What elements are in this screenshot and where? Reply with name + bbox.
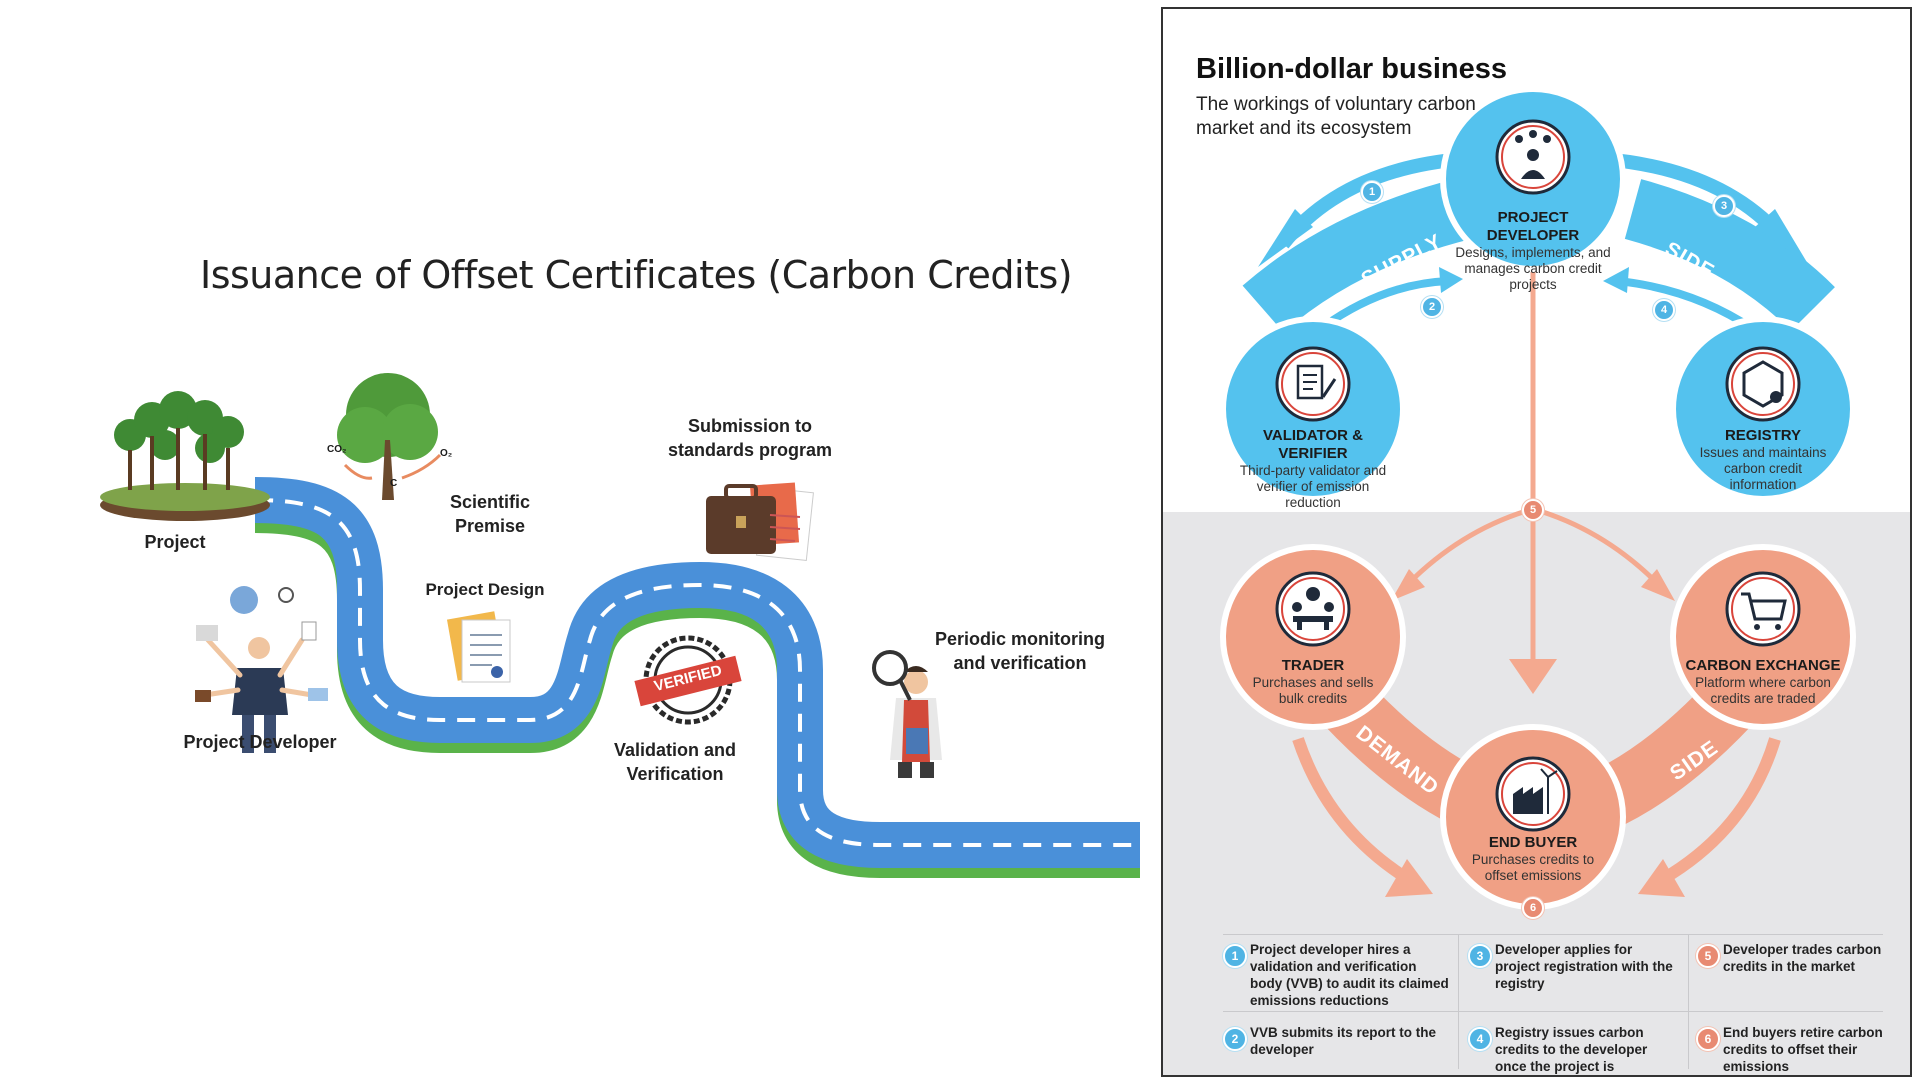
node-name: PROJECT DEVELOPER bbox=[1486, 209, 1580, 244]
notes-divider-col2 bbox=[1688, 934, 1689, 1069]
notes-divider-top bbox=[1223, 934, 1883, 935]
note-text-3: Developer applies for project registrati… bbox=[1495, 942, 1673, 991]
arrow-step-2 bbox=[1320, 277, 1449, 331]
forest-island-icon bbox=[100, 391, 270, 521]
carbon-label: C bbox=[390, 478, 398, 489]
roadmap-title: Issuance of Offset Certificates (Carbon … bbox=[200, 253, 1073, 297]
note-text-5: Developer trades carbon credits in the m… bbox=[1723, 942, 1882, 974]
step-label-project-design: Project Design bbox=[425, 580, 545, 599]
node-desc: Purchases credits to offset emissions bbox=[1471, 852, 1595, 883]
ecosystem-diagram bbox=[1220, 86, 1856, 910]
note-badge-5: 5 bbox=[1696, 944, 1720, 968]
document-icon bbox=[446, 611, 511, 683]
node-name: CARBON EXCHANGE bbox=[1685, 657, 1841, 674]
node-text-trader: TRADER Purchases and sells bulk credits bbox=[1241, 657, 1385, 707]
document-signing-icon bbox=[1275, 346, 1351, 422]
arrow-trader-to-buyer bbox=[1292, 737, 1412, 885]
note-badge-2: 2 bbox=[1223, 1027, 1247, 1051]
step-label-monitoring: Periodic monitoring and verification bbox=[934, 629, 1105, 673]
arrow-step-5-left bbox=[1406, 506, 1534, 586]
note-badge-1: 1 bbox=[1223, 944, 1247, 968]
arrow-step-5-right bbox=[1532, 506, 1660, 586]
node-desc: Issues and maintains carbon credit infor… bbox=[1699, 445, 1827, 492]
notes-divider-mid bbox=[1223, 1011, 1883, 1012]
note-text-2: VVB submits its report to the developer bbox=[1250, 1025, 1437, 1057]
factory-icon bbox=[1495, 756, 1571, 832]
step-badge-2: 2 bbox=[1421, 296, 1443, 318]
step-label-submission: Submission to standards program bbox=[667, 416, 833, 460]
briefcase-icon bbox=[706, 482, 814, 561]
step-badge-6: 6 bbox=[1522, 897, 1544, 919]
road bbox=[254, 477, 1140, 878]
roadmap-illustration bbox=[100, 373, 1140, 878]
node-desc: Purchases and sells bulk credits bbox=[1252, 675, 1374, 706]
note-text-4: Registry issues carbon credits to the de… bbox=[1495, 1025, 1648, 1074]
note-badge-3: 3 bbox=[1468, 944, 1492, 968]
node-name: END BUYER bbox=[1488, 834, 1578, 851]
node-desc: Platform where carbon credits are traded bbox=[1695, 675, 1831, 706]
step-badge-3: 3 bbox=[1713, 195, 1735, 217]
step-badge-4: 4 bbox=[1653, 299, 1675, 321]
step-label-project-developer: Project Developer bbox=[183, 732, 337, 752]
note-text-6: End buyers retire carbon credits to offs… bbox=[1723, 1025, 1883, 1074]
step-label-validation: Validation and Verification bbox=[613, 740, 737, 784]
developer-juggling-icon bbox=[1495, 119, 1571, 195]
note-badge-4: 4 bbox=[1468, 1027, 1492, 1051]
inspector-icon bbox=[872, 650, 942, 778]
node-text-project-developer: PROJECT DEVELOPER Designs, implements, a… bbox=[1453, 209, 1613, 293]
infographic-panel: Billion-dollar business The workings of … bbox=[1161, 7, 1912, 1077]
multitasking-developer-icon bbox=[195, 586, 328, 753]
verified-stamp-icon bbox=[634, 635, 742, 725]
supply-arc-band bbox=[1242, 178, 1471, 333]
node-text-validator: VALIDATOR & VERIFIER Third-party validat… bbox=[1228, 427, 1398, 511]
note-badge-6: 6 bbox=[1696, 1027, 1720, 1051]
trader-meeting-icon bbox=[1275, 571, 1351, 647]
node-name: VALIDATOR & VERIFIER bbox=[1263, 427, 1363, 462]
note-text-1: Project developer hires a validation and… bbox=[1250, 942, 1449, 1008]
notes-divider-col1 bbox=[1458, 934, 1459, 1069]
co2-certificate-icon bbox=[1725, 346, 1801, 422]
co2-label: CO₂ bbox=[327, 444, 347, 455]
step-badge-5: 5 bbox=[1522, 499, 1544, 521]
side-arc-band-top bbox=[1624, 179, 1835, 332]
step-label-scientific-premise: Scientific Premise bbox=[449, 492, 531, 536]
node-name: REGISTRY bbox=[1724, 427, 1802, 444]
infographic-subtitle: The workings of voluntary carbon market … bbox=[1196, 94, 1476, 139]
shopping-cart-icon bbox=[1725, 571, 1801, 647]
node-text-registry: REGISTRY Issues and maintains carbon cre… bbox=[1693, 427, 1833, 493]
tree-icon bbox=[337, 373, 442, 500]
infographic-title: Billion-dollar business bbox=[1196, 53, 1507, 85]
roadmap-panel: Issuance of Offset Certificates (Carbon … bbox=[100, 253, 1140, 878]
step-badge-1: 1 bbox=[1361, 181, 1383, 203]
step-label-project: Project bbox=[144, 532, 206, 552]
node-name: TRADER bbox=[1281, 657, 1345, 674]
node-text-carbon-exchange: CARBON EXCHANGE Platform where carbon cr… bbox=[1683, 657, 1843, 707]
node-desc: Third-party validator and verifier of em… bbox=[1239, 463, 1387, 510]
node-text-end-buyer: END BUYER Purchases credits to offset em… bbox=[1458, 834, 1608, 884]
arrow-exchange-to-buyer bbox=[1659, 737, 1781, 885]
o2-label: O₂ bbox=[440, 448, 453, 459]
node-desc: Designs, implements, and manages carbon … bbox=[1455, 245, 1611, 292]
